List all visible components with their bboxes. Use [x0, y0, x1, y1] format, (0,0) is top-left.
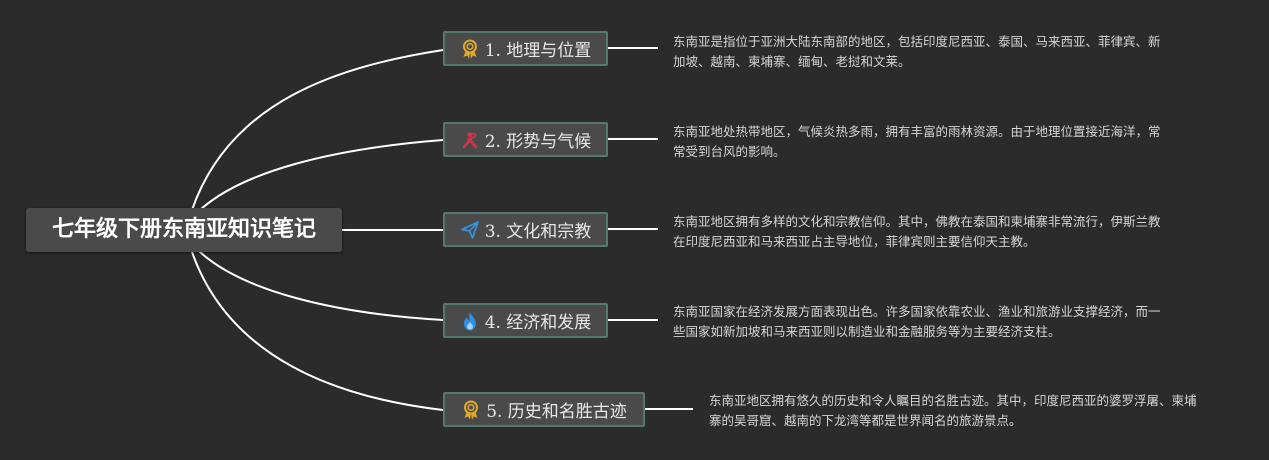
flame-icon: [460, 311, 480, 331]
award-ribbon-icon: [461, 400, 481, 420]
branch-topic-economy[interactable]: 4. 经济和发展: [443, 303, 608, 338]
connector-curve-5: [191, 251, 444, 411]
branch-topic-culture[interactable]: 3. 文化和宗教: [443, 212, 608, 247]
branch-topic-history[interactable]: 5. 历史和名胜古迹: [443, 392, 645, 427]
note-geography: 东南亚是指位于亚洲大陆东南部的地区，包括印度尼西亚、泰国、马来西亚、菲律宾、新加…: [673, 34, 1161, 69]
note-history: 东南亚地区拥有悠久的历史和令人瞩目的名胜古迹。其中，印度尼西亚的婆罗浮屠、柬埔寨…: [709, 393, 1197, 428]
tools-icon: [460, 130, 480, 150]
branch-label: 5. 历史和名胜古迹: [486, 402, 627, 422]
branch-topic-geography[interactable]: 1. 地理与位置: [443, 31, 608, 66]
award-ribbon-icon: [460, 39, 480, 59]
branch-topic-climate[interactable]: 2. 形势与气候: [443, 122, 608, 157]
connector-curve-1: [191, 49, 444, 211]
paper-plane-icon: [460, 220, 480, 240]
branch-label: 4. 经济和发展: [484, 313, 592, 333]
note-climate: 东南亚地处热带地区，气候炎热多雨，拥有丰富的雨林资源。由于地理位置接近海洋，常常…: [673, 124, 1161, 159]
branch-label: 1. 地理与位置: [484, 41, 592, 61]
note-culture: 东南亚地区拥有多样的文化和宗教信仰。其中，佛教在泰国和柬埔寨非常流行，伊斯兰教在…: [673, 214, 1161, 249]
note-economy: 东南亚国家在经济发展方面表现出色。许多国家依靠农业、渔业和旅游业支撑经济，而一些…: [673, 304, 1161, 339]
connector-curve-2: [191, 139, 444, 219]
branch-label: 2. 形势与气候: [484, 132, 592, 152]
connector-curve-4: [191, 243, 444, 321]
root-topic[interactable]: 七年级下册东南亚知识笔记: [26, 208, 342, 252]
branch-label: 3. 文化和宗教: [484, 222, 592, 242]
